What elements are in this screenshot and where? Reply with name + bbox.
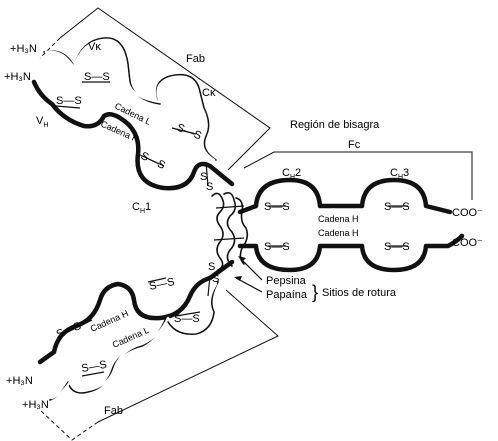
fc-box — [244, 152, 472, 200]
upper-heavy-nterm-label: +H₃N — [4, 71, 31, 83]
upper-cadena-h-label: Cadena H — [99, 119, 140, 145]
ck-label: Cκ — [202, 87, 216, 99]
fc-upper-disulfide-1: S—S — [264, 201, 290, 213]
region-bisagra-label: Región de bisagra — [290, 119, 380, 131]
upper-heavy-c-disulfide: S—S — [139, 150, 167, 172]
fc-label: Fc — [348, 139, 361, 151]
fc-upper-coo-label: COO⁻ — [452, 207, 483, 219]
pepsina-label: Pepsina — [266, 275, 307, 287]
lower-cadena-l-label: Cadena L — [111, 325, 151, 350]
fc-lower-cadena-h-label: Cadena H — [318, 228, 359, 238]
fab-upper-box — [40, 8, 270, 170]
lower-hinge-s-1: S — [208, 261, 215, 273]
fc-upper-cadena-h-label: Cadena H — [318, 214, 359, 224]
fc-upper-disulfide-2: S—S — [384, 201, 410, 213]
lower-light-c-disulfide: S—S — [174, 313, 200, 325]
fab-lower-box — [40, 290, 278, 440]
fc-lower-coo-label: COO⁻ — [452, 237, 483, 249]
ch1-label: CH1 — [132, 201, 151, 215]
papaina-label: Papaína — [266, 289, 308, 301]
fc-lower-disulfide-1: S—S — [264, 241, 290, 253]
lower-heavy-c-disulfide: S—S — [148, 276, 176, 293]
lower-light-nterm-label: +H₃N — [22, 399, 49, 411]
upper-light-disulfide: S—S — [84, 71, 110, 83]
upper-cadena-l-label: Cadena L — [113, 101, 152, 127]
upper-heavy-v-disulfide: S—S — [56, 95, 82, 107]
cleavage-brace: } — [312, 282, 318, 302]
ch3-label: CH3 — [390, 167, 409, 181]
upper-light-nterm-label: +H₃N — [10, 43, 37, 55]
lower-hinge-s-2: S — [212, 273, 219, 285]
fab-lower-label: Fab — [104, 405, 123, 417]
ch2-label: CH2 — [282, 167, 301, 181]
lower-heavy-v-disulfide: S—S — [55, 320, 83, 341]
vk-label: Vκ — [88, 41, 101, 53]
upper-light-c-disulfide: S—S — [175, 122, 203, 143]
vh-label: VH — [36, 115, 48, 129]
cleavage-arrows — [234, 256, 262, 292]
upper-hinge-s-2: S — [206, 181, 213, 193]
lower-heavy-nterm-label: +H₃N — [6, 375, 33, 387]
fc-lower-disulfide-2: S—S — [384, 241, 410, 253]
sitios-rotura-label: Sitios de rotura — [322, 287, 397, 299]
fab-upper-label: Fab — [186, 53, 205, 65]
